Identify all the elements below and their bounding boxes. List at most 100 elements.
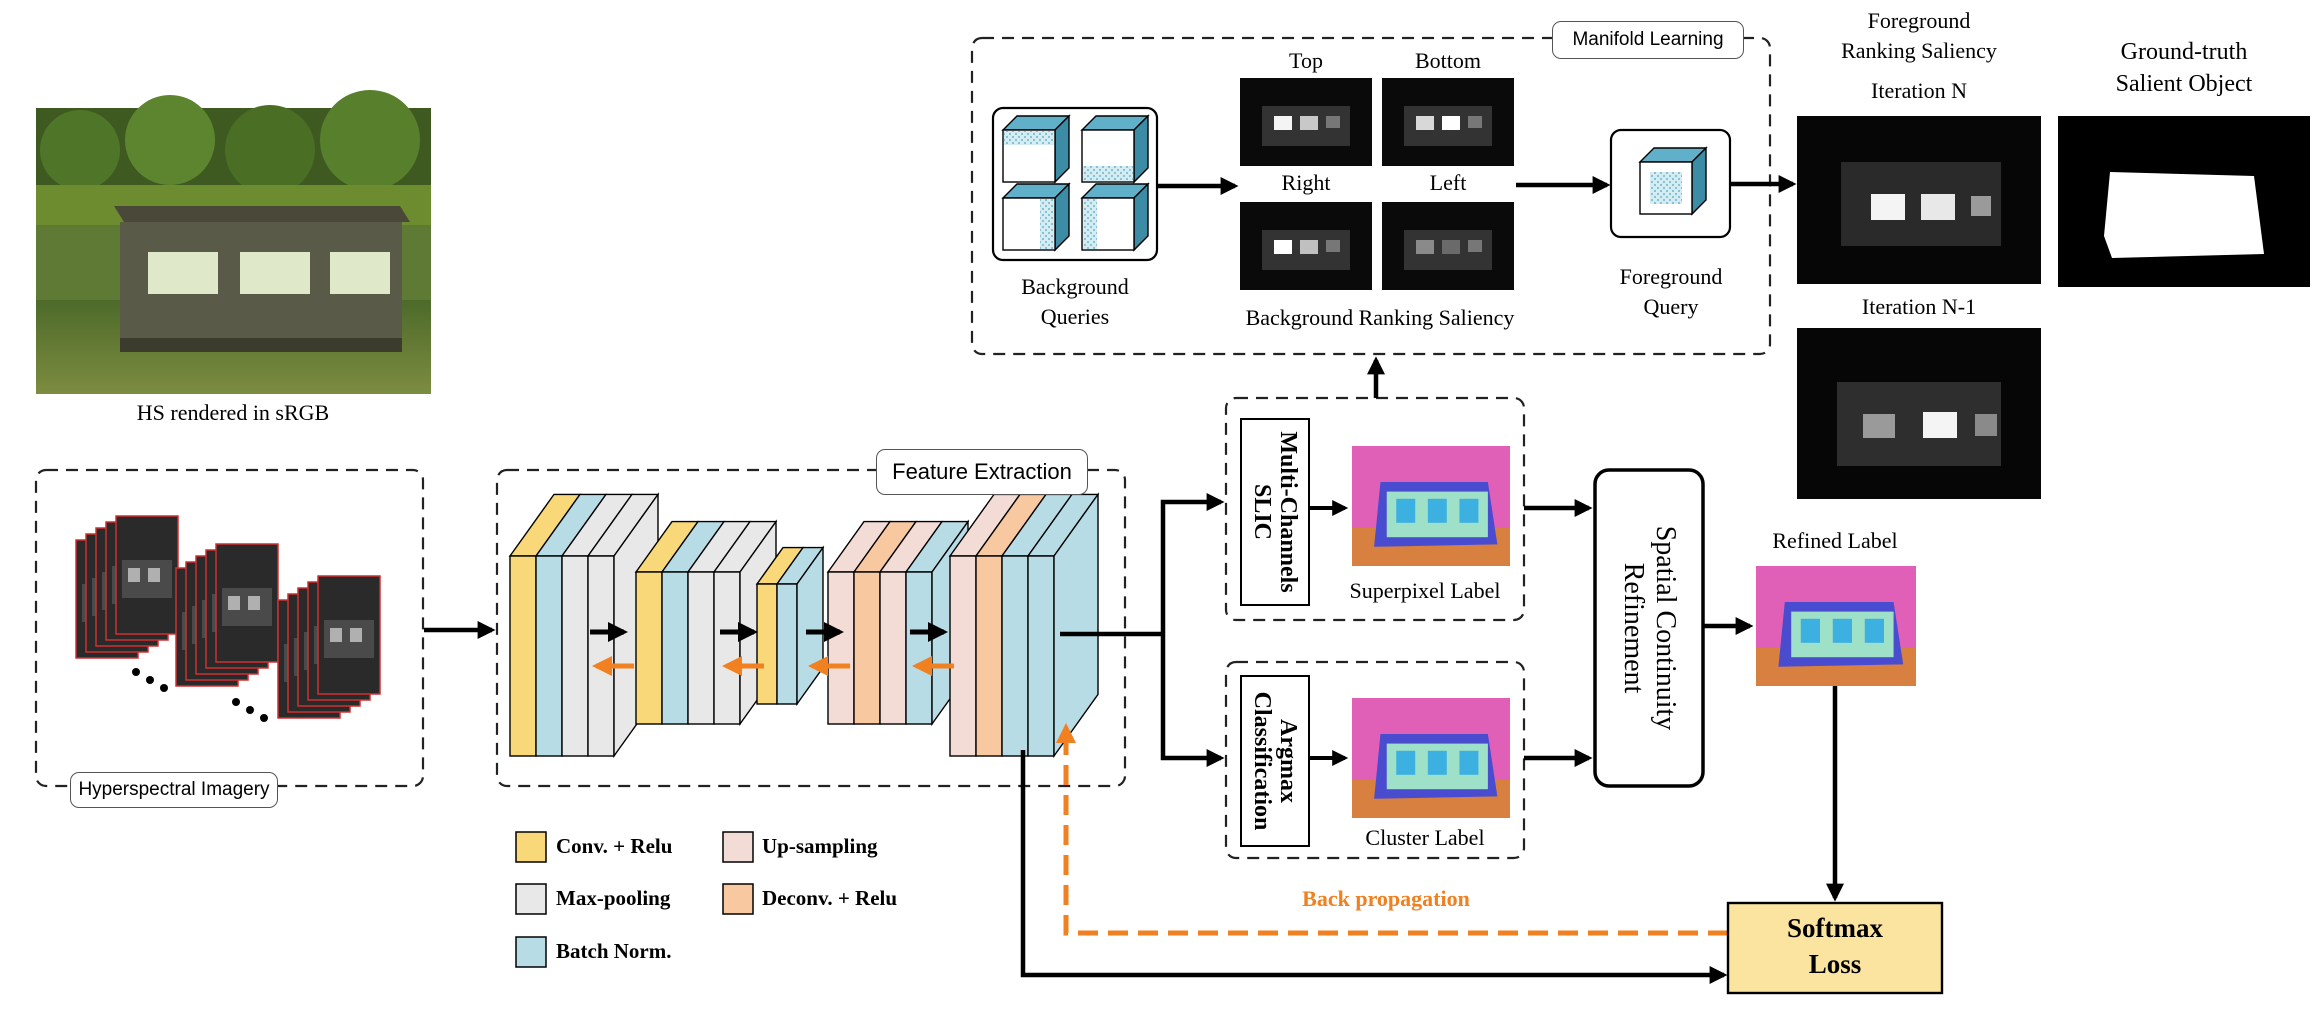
- cnn-layer-maxpool: [587, 555, 615, 757]
- refined-label-image-window: [1864, 618, 1884, 643]
- iteration-n1-label: Iteration N-1: [1861, 294, 1977, 319]
- direction-right-label: Right: [1281, 170, 1331, 195]
- background-saliency-window: [1326, 240, 1340, 252]
- ground-truth-line-1: Ground-truth: [2120, 39, 2248, 65]
- legend-swatch-conv: [515, 831, 547, 863]
- feature-extraction-tag: Feature Extraction: [876, 449, 1088, 495]
- ground-truth-line-2: Salient Object: [2115, 71, 2253, 97]
- hs-frame-window: [148, 568, 160, 582]
- hyperspectral-stacks: [75, 515, 381, 722]
- cube-left-query-fill: [1083, 199, 1097, 249]
- background-saliency-window: [1326, 116, 1340, 128]
- background-queries-line-1: Background: [1021, 274, 1129, 299]
- cnn-layer-batchnorm: [776, 583, 798, 705]
- background-ranking-label: Background Ranking Saliency: [1245, 305, 1515, 330]
- cube-bottom-query-fill: [1083, 166, 1133, 181]
- argmax-box-line-2: Classification: [1249, 691, 1275, 831]
- cluster-label-image-window: [1459, 750, 1479, 775]
- foreground-cube-fill: [1650, 172, 1682, 204]
- direction-left-label: Left: [1429, 170, 1467, 195]
- saliency-iteration-n-image: [1797, 116, 2041, 284]
- foreground-ranking-title: Foreground Ranking Saliency: [1806, 6, 2032, 66]
- saliency-iteration-n1-image: [1797, 328, 2041, 499]
- slic-box-line-1: Multi-Channels: [1275, 431, 1301, 593]
- cluster-label-image-window: [1396, 750, 1416, 775]
- background-saliency-window: [1274, 240, 1292, 254]
- cnn-layer-deconv: [853, 571, 881, 725]
- manifold-learning-frame: [970, 36, 1772, 356]
- slic-frame: [1224, 396, 1526, 622]
- background-saliency-window: [1468, 116, 1482, 128]
- legend-swatch-maxpool: [515, 883, 547, 915]
- hs-ellipsis-dot: [160, 684, 168, 692]
- legend-upsample-label: Up-sampling: [762, 834, 878, 858]
- hs-frame-window: [248, 596, 260, 610]
- foreground-ranking-line-2: Ranking Saliency: [1841, 38, 1997, 63]
- background-saliency-window: [1442, 116, 1460, 130]
- background-saliency-window: [1300, 240, 1318, 254]
- cnn-layer-upsample: [949, 555, 977, 757]
- legend-conv-label: Conv. + Relu: [556, 834, 673, 858]
- hs-frame-window: [350, 628, 362, 642]
- superpixel-label: Superpixel Label: [1349, 578, 1501, 603]
- direction-bottom-label: Bottom: [1414, 48, 1481, 73]
- superpixel-label-image-window: [1427, 498, 1447, 523]
- cnn-layer-upsample: [827, 571, 855, 725]
- background-saliency-window: [1274, 116, 1292, 130]
- hs-frame-window: [330, 628, 342, 642]
- cube-right-query-fill: [1040, 199, 1054, 249]
- hyperspectral-frame: [34, 468, 425, 788]
- cnn-layer-conv: [509, 555, 537, 757]
- back-propagation-label: Back propagation: [1302, 886, 1470, 911]
- softmax-line-1: Softmax: [1787, 913, 1883, 943]
- hs-ellipsis-dot: [260, 714, 268, 722]
- cnn-layer-batchnorm: [905, 571, 933, 725]
- cnn-layer-conv: [635, 571, 663, 725]
- legend-deconv-label: Deconv. + Relu: [762, 886, 898, 910]
- refinement-box: [1593, 468, 1705, 788]
- refinement-text: Spatial Continuity Refinement: [1595, 470, 1703, 786]
- cnn-layer-maxpool: [713, 571, 741, 725]
- foreground-ranking-line-1: Foreground: [1867, 8, 1971, 33]
- cluster-label-image-window: [1427, 750, 1447, 775]
- cnn-layer-maxpool: [561, 555, 589, 757]
- background-queries-line-2: Queries: [1040, 304, 1110, 329]
- cnn-block-side: [1053, 492, 1099, 759]
- background-saliency-window: [1416, 116, 1434, 130]
- hs-rendered-caption: HS rendered in sRGB: [136, 400, 330, 425]
- hs-ellipsis-dot: [132, 668, 140, 676]
- cnn-layer-batchnorm: [1027, 555, 1055, 757]
- direction-top-label: Top: [1289, 48, 1323, 73]
- superpixel-label-image-window: [1459, 498, 1479, 523]
- refined-label-image-window: [1800, 618, 1820, 643]
- superpixel-label-image-window: [1396, 498, 1416, 523]
- cnn-layer-upsample: [879, 571, 907, 725]
- hyperspectral-imagery-tag: Hyperspectral Imagery: [70, 772, 278, 808]
- background-saliency-window: [1468, 240, 1482, 252]
- legend-maxpool-label: Max-pooling: [556, 886, 671, 910]
- foreground-query-line-1: Foreground: [1619, 264, 1723, 289]
- hs-ellipsis-dot: [246, 706, 254, 714]
- hs-ellipsis-dot: [232, 698, 240, 706]
- background-saliency-window: [1442, 240, 1460, 254]
- legend-swatch-upsample: [722, 831, 754, 863]
- iteration-n-label: Iteration N: [1871, 78, 1967, 103]
- softmax-loss-box: [1726, 901, 1944, 995]
- hs-frame-window: [128, 568, 140, 582]
- legend-swatch-deconv: [722, 883, 754, 915]
- cnn-layer-batchnorm: [1001, 555, 1029, 757]
- ground-truth-title: Ground-truth Salient Object: [2058, 36, 2310, 100]
- background-saliency-window: [1416, 240, 1434, 254]
- slic-box-line-2: SLIC: [1249, 483, 1275, 541]
- background-saliency-window: [1300, 116, 1318, 130]
- hs-rendered-photo: [36, 90, 431, 394]
- refinement-line-1: Spatial Continuity: [1650, 525, 1681, 731]
- cnn-layer-deconv: [975, 555, 1003, 757]
- cube-top-query-fill: [1004, 131, 1054, 145]
- softmax-line-2: Loss: [1808, 949, 1862, 979]
- background-queries-label: Background Queries: [990, 272, 1160, 332]
